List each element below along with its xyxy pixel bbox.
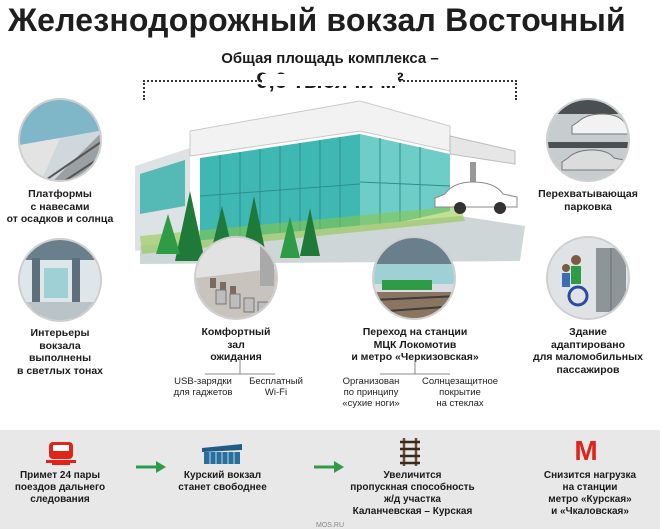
bottom-summary-bar [0,430,660,529]
platforms-illustration [18,98,102,182]
transfer-illustration [372,236,456,320]
railroad-track-icon [400,438,420,466]
waiting-hall-illustration [194,236,278,320]
accessibility-illustration [546,236,630,320]
metro-icon: М [574,435,598,466]
kursky-station-icon [202,444,242,464]
transfer-connector-lines [380,360,450,375]
bracket-gap [262,74,398,86]
area-label: Общая площадь комплекса – [221,50,439,67]
arrow-right-icon [136,461,166,473]
waiting-connector-lines [205,360,275,375]
train-icon [46,442,76,465]
parking-illustration [546,98,630,182]
source-label: MOS.RU [316,522,344,529]
arrow-right-icon [314,461,344,473]
station-building-illustration [135,100,525,264]
page-title: Железнодорожный вокзал Восточный [8,2,626,38]
car-icon [434,181,518,214]
interiors-illustration [18,238,102,322]
